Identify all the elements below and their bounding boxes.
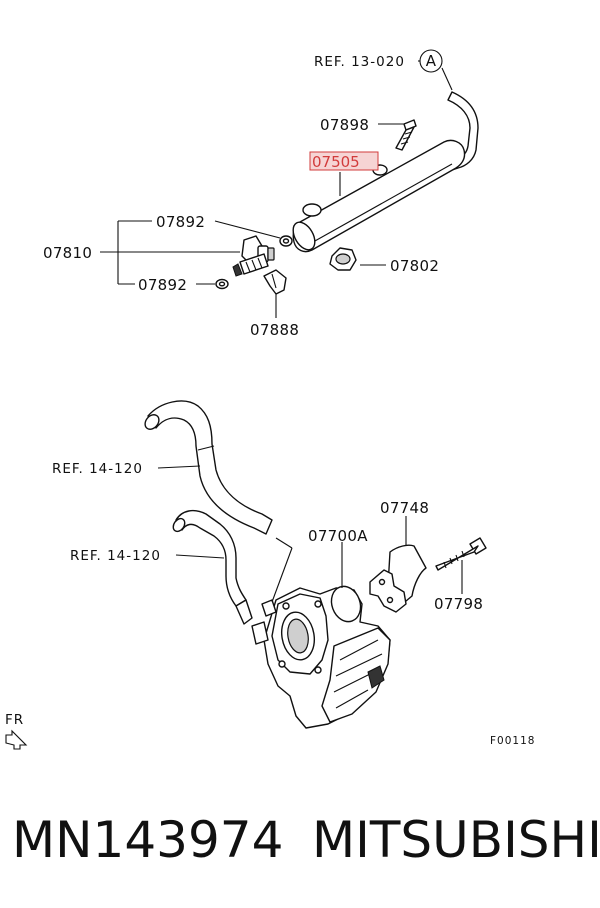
ref-a-letter: A [426, 52, 437, 70]
front-arrow-icon [5, 729, 28, 750]
bolt-07798 [435, 537, 487, 571]
ref-14-120-top-label[interactable]: REF. 14-120 [52, 461, 143, 477]
figure-code: F00118 [490, 735, 535, 747]
rail-mount-boss [302, 203, 322, 217]
highlight-box-07505 [309, 151, 379, 171]
coolant-hose-lower [175, 509, 247, 607]
nut-07802 [329, 247, 357, 271]
part-label-07700a[interactable]: 07700A [308, 527, 368, 545]
injector-07810 [232, 235, 275, 277]
mounting-plate [369, 569, 407, 613]
ref-a-marker [419, 49, 443, 73]
part-label-07748[interactable]: 07748 [380, 499, 429, 517]
caption: MN143974 MITSUBISHI [0, 800, 600, 880]
brand-name: MITSUBISHI [312, 811, 600, 869]
parts-diagram: REF. 13-020 A 07898 07505 07892 07810 07… [5, 49, 535, 750]
part-label-07505[interactable]: 07505 [312, 153, 360, 171]
part-label-07898[interactable]: 07898 [320, 116, 369, 134]
throttle-body-assembly [144, 400, 487, 729]
fuel-rail [292, 139, 466, 253]
part-label-07802[interactable]: 07802 [390, 257, 439, 275]
ref-14-120-bottom-label[interactable]: REF. 14-120 [70, 548, 161, 564]
fuel-rail-end-cap [292, 221, 316, 251]
part-label-07810[interactable]: 07810 [43, 244, 92, 262]
part-label-07888[interactable]: 07888 [250, 321, 299, 339]
part-label-07892-bottom[interactable]: 07892 [138, 276, 187, 294]
fuel-rail-assembly [100, 60, 479, 318]
part-number: MN143974 [12, 811, 284, 869]
part-label-07798[interactable]: 07798 [434, 595, 483, 613]
bolt-07898 [395, 119, 417, 151]
coolant-hose-upper [147, 400, 273, 535]
ref-13-020-label[interactable]: REF. 13-020 [314, 54, 405, 70]
part-label-07892-top[interactable]: 07892 [156, 213, 205, 231]
clip-07888 [263, 269, 287, 295]
front-direction-label: FR [5, 712, 24, 728]
